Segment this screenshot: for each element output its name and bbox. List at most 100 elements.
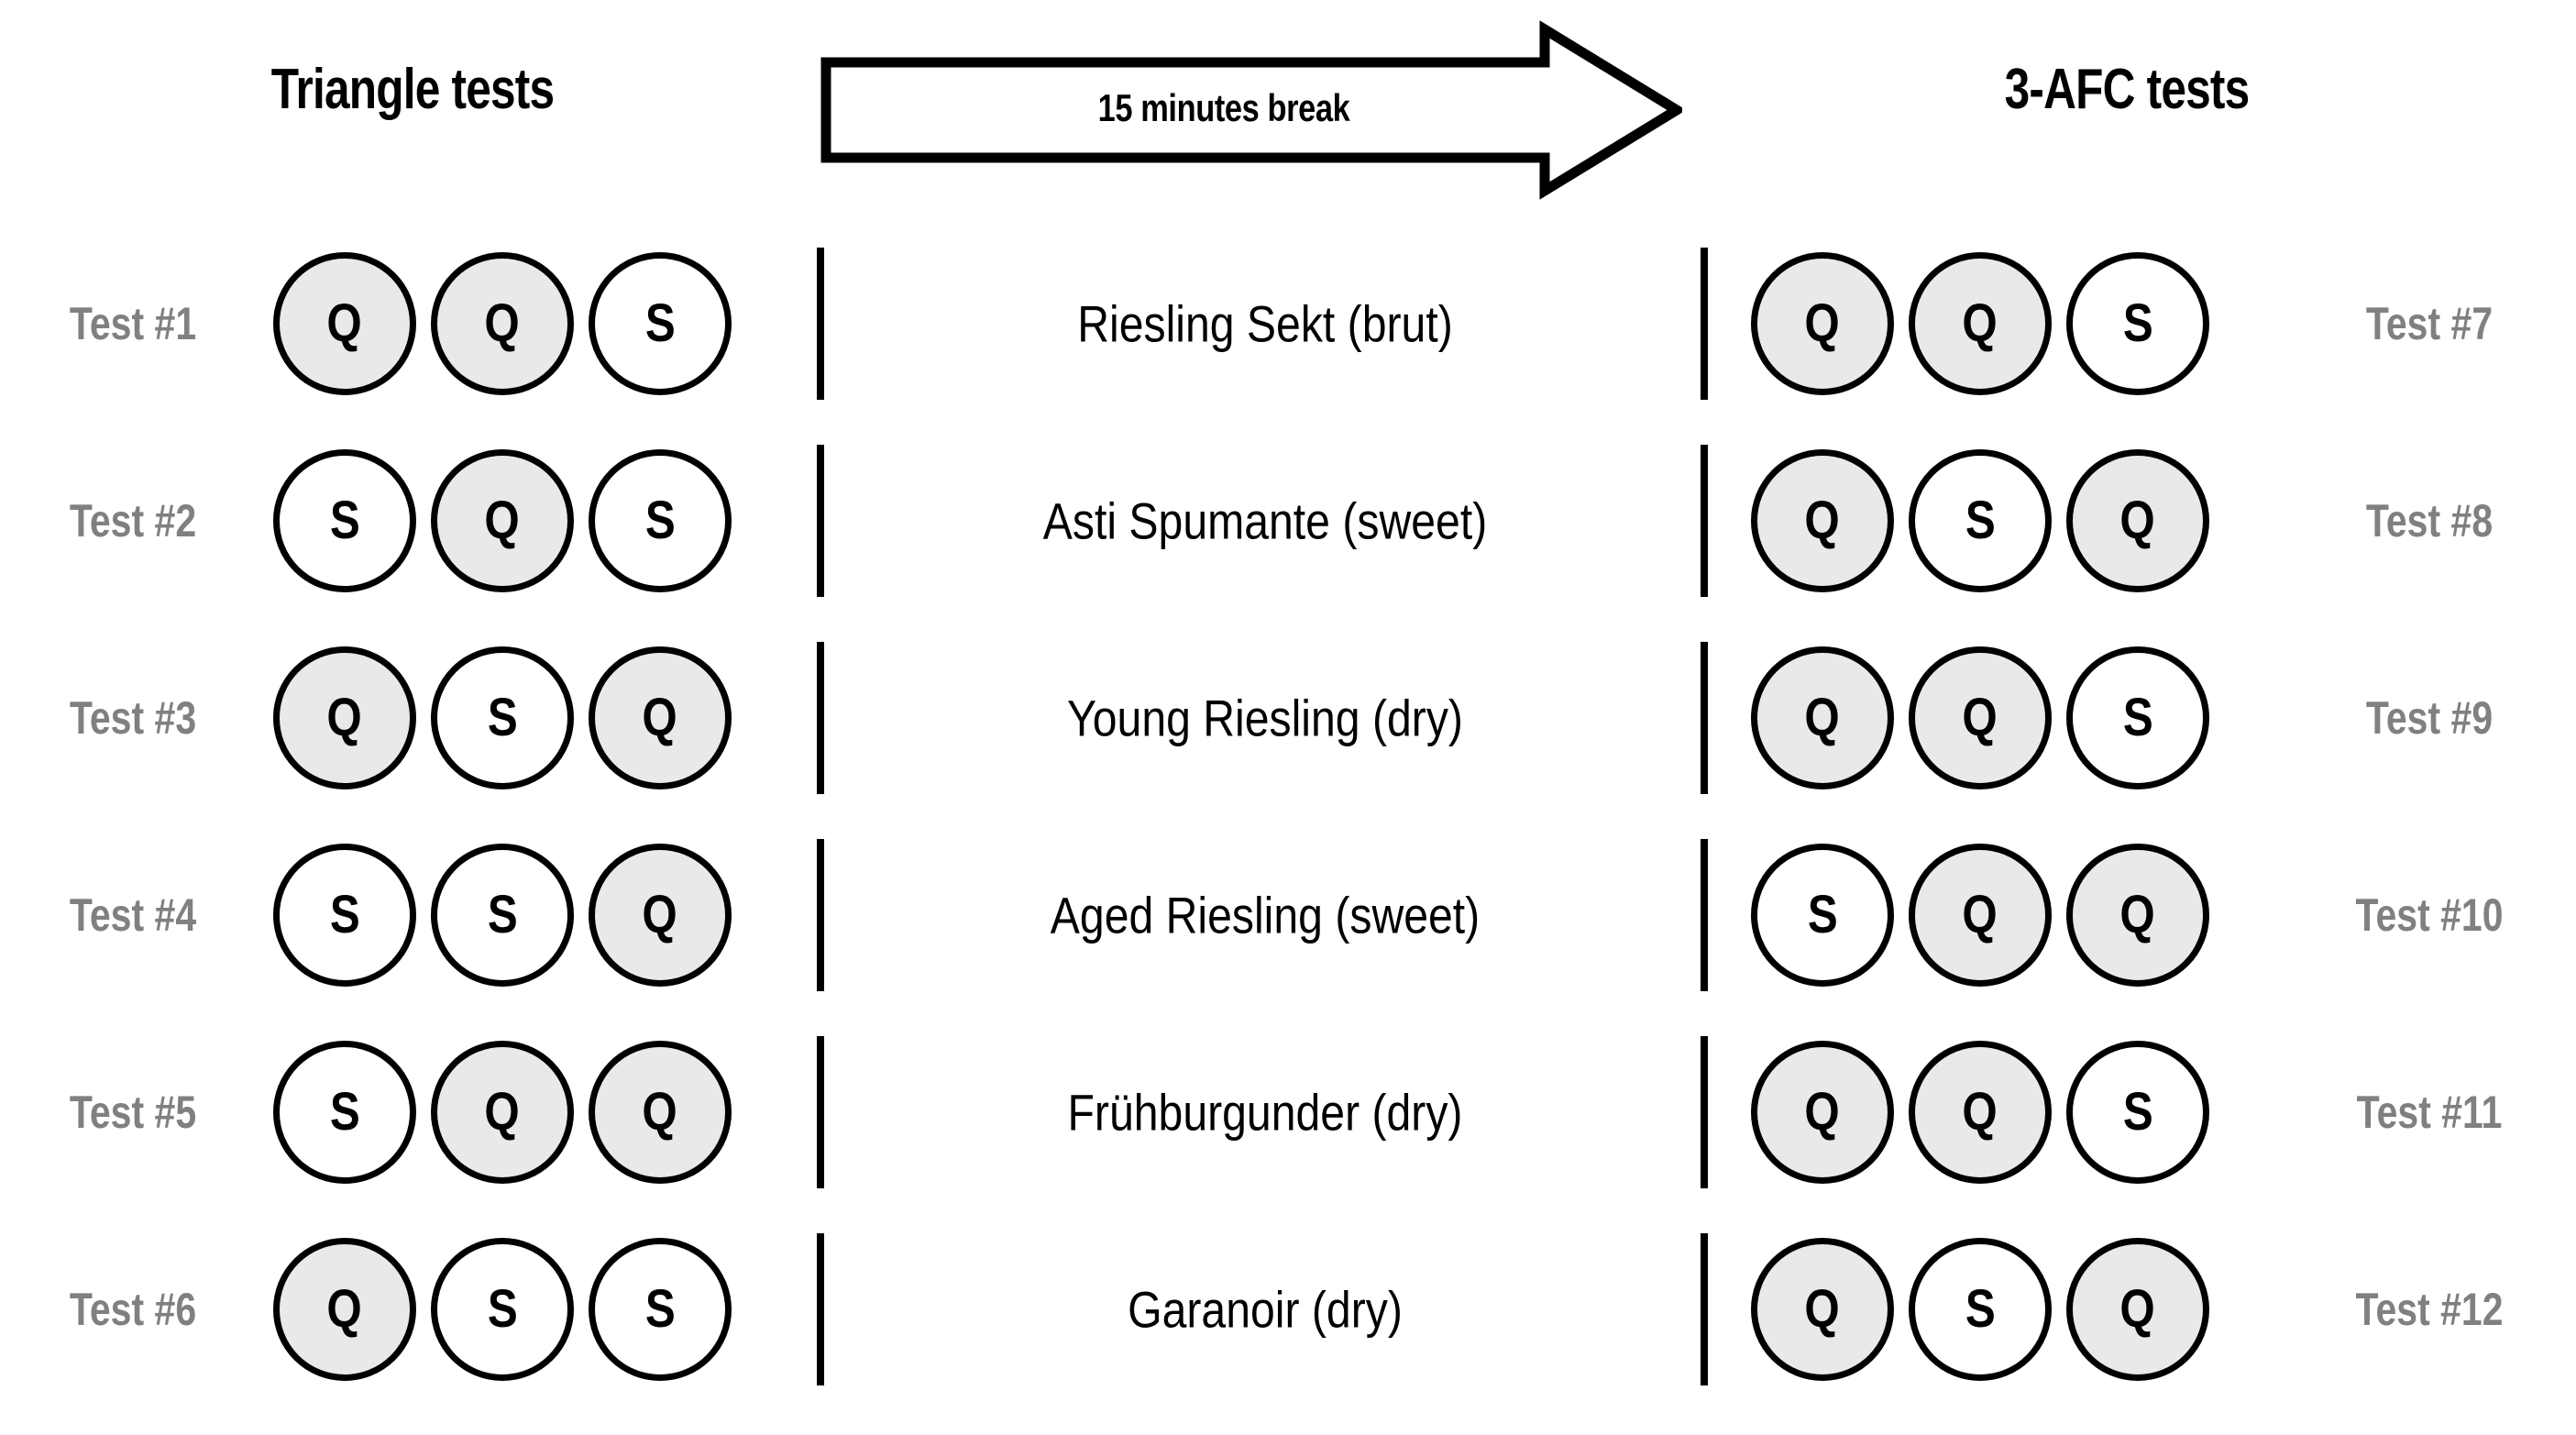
sample-circle-spiked[interactable]: Q — [273, 646, 416, 789]
test-row: Test #5 S Q Q Frühburgunder (dry) Q Q S Test #11 — [0, 1013, 2576, 1210]
test-number-label-left: Test #6 — [69, 1283, 197, 1335]
test-number-label-left: Test #2 — [69, 494, 197, 546]
sample-circle-spiked[interactable]: Q — [589, 1040, 732, 1184]
sample-circle-spiked[interactable]: Q — [431, 1040, 574, 1184]
sample-circle-spiked[interactable]: Q — [1751, 1237, 1894, 1381]
sample-circle-plain[interactable]: S — [589, 448, 732, 592]
sample-circle-plain[interactable]: S — [589, 251, 732, 395]
sample-circle-spiked[interactable]: Q — [1909, 1040, 2052, 1184]
sample-letter: Q — [1804, 490, 1841, 550]
column-divider-left — [817, 1232, 824, 1385]
test-number-label-right: Test #11 — [2356, 1086, 2503, 1138]
sample-circle-plain[interactable]: S — [273, 1040, 416, 1184]
sample-letter: Q — [326, 1278, 363, 1339]
column-divider-left — [817, 838, 824, 991]
break-label: 15 minutes break — [1097, 86, 1350, 129]
sample-circle-plain[interactable]: S — [431, 1237, 574, 1381]
test-number-label-right: Test #7 — [2365, 297, 2493, 349]
sample-circle-spiked[interactable]: Q — [589, 646, 732, 789]
sample-letter: S — [2122, 1081, 2153, 1142]
column-divider-right — [1701, 444, 1708, 597]
sample-letter: S — [2122, 293, 2153, 353]
test-number-label-left: Test #1 — [69, 297, 197, 349]
sample-letter: Q — [642, 687, 678, 747]
sample-circle-plain[interactable]: S — [1751, 843, 1894, 987]
test-number-label-left: Test #4 — [69, 889, 197, 941]
wine-name-label: Aged Riesling (sweet) — [1050, 886, 1481, 944]
sample-circle-spiked[interactable]: Q — [2066, 1237, 2209, 1381]
sample-letter: Q — [1962, 884, 1998, 944]
test-number-label-left: Test #3 — [69, 691, 197, 744]
triangle-tests-heading: Triangle tests — [270, 58, 555, 121]
sample-letter: S — [487, 687, 518, 747]
sample-letter: S — [644, 293, 676, 353]
column-divider-right — [1701, 838, 1708, 991]
sample-circle-plain[interactable]: S — [589, 1237, 732, 1381]
sample-letter: Q — [1804, 1081, 1841, 1142]
column-divider-right — [1701, 1232, 1708, 1385]
sample-letter: Q — [484, 1081, 521, 1142]
sample-circle-plain[interactable]: S — [2066, 646, 2209, 789]
sample-circle-spiked[interactable]: Q — [2066, 448, 2209, 592]
sample-letter: Q — [1962, 687, 1998, 747]
sample-letter: S — [1807, 884, 1838, 944]
sample-letter: Q — [1962, 293, 1998, 353]
sample-circle-plain[interactable]: S — [2066, 251, 2209, 395]
column-divider-right — [1701, 247, 1708, 400]
sample-letter: Q — [642, 884, 678, 944]
sample-letter: Q — [326, 687, 363, 747]
sample-circle-spiked[interactable]: Q — [1751, 448, 1894, 592]
sample-circle-spiked[interactable]: Q — [431, 251, 574, 395]
sample-circle-plain[interactable]: S — [1909, 448, 2052, 592]
sample-circle-spiked[interactable]: Q — [1751, 646, 1894, 789]
sample-circle-plain[interactable]: S — [431, 843, 574, 987]
wine-name-label: Garanoir (dry) — [1128, 1280, 1403, 1338]
sample-circle-spiked[interactable]: Q — [1909, 646, 2052, 789]
sample-letter: Q — [484, 490, 521, 550]
sample-circle-spiked[interactable]: Q — [589, 843, 732, 987]
sample-circle-plain[interactable]: S — [431, 646, 574, 789]
sample-circle-spiked[interactable]: Q — [273, 251, 416, 395]
sample-letter: Q — [2119, 1278, 2156, 1339]
right-arrow-icon — [820, 20, 1682, 200]
sample-circle-plain[interactable]: S — [273, 448, 416, 592]
sample-letter: Q — [2119, 490, 2156, 550]
test-number-label-left: Test #5 — [69, 1086, 197, 1138]
column-divider-left — [817, 444, 824, 597]
wine-name-label: Asti Spumante (sweet) — [1042, 491, 1488, 549]
sample-letter: Q — [642, 1081, 678, 1142]
sample-letter: Q — [326, 293, 363, 353]
sample-letter: S — [644, 490, 676, 550]
column-divider-left — [817, 641, 824, 794]
sample-circle-plain[interactable]: S — [1909, 1237, 2052, 1381]
sample-circle-spiked[interactable]: Q — [1751, 1040, 1894, 1184]
sample-letter: S — [1965, 490, 1996, 550]
sample-circle-spiked[interactable]: Q — [273, 1237, 416, 1381]
sample-circle-plain[interactable]: S — [2066, 1040, 2209, 1184]
sample-circle-spiked[interactable]: Q — [1909, 843, 2052, 987]
sample-circle-spiked[interactable]: Q — [1909, 251, 2052, 395]
sample-circle-spiked[interactable]: Q — [431, 448, 574, 592]
sample-letter: S — [329, 1081, 360, 1142]
sample-letter: Q — [1804, 293, 1841, 353]
sample-letter: Q — [2119, 884, 2156, 944]
test-number-label-right: Test #12 — [2355, 1283, 2504, 1335]
wine-name-label: Frühburgunder (dry) — [1067, 1083, 1463, 1141]
sample-circle-plain[interactable]: S — [273, 843, 416, 987]
sample-circle-spiked[interactable]: Q — [2066, 843, 2209, 987]
sample-circle-spiked[interactable]: Q — [1751, 251, 1894, 395]
sample-letter: S — [644, 1278, 676, 1339]
